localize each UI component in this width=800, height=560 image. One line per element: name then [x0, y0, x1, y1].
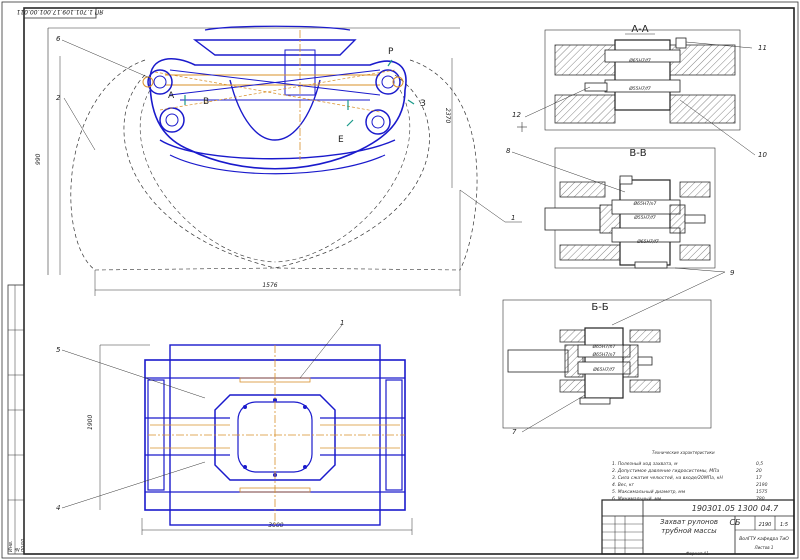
title-block: 2190 1:5 ВолГТУ кафедра ТиО Листов 1 [601, 499, 795, 555]
inner-frame [23, 7, 795, 555]
tech-note-value: 0,5 [756, 462, 764, 467]
pos-label-7: 7 [512, 428, 517, 436]
tech-note-row: 4. Вес, кг 2190 [612, 482, 782, 489]
scale-value: 1:5 [780, 522, 788, 528]
front-view: 1576 990 2370 [35, 25, 522, 296]
plan-view: 1900 3000 5 4 1 [56, 319, 413, 535]
pos-label-2: 2 [56, 94, 61, 102]
tech-note-label: 1. Полезный ход захвата, м [612, 462, 678, 467]
dim-plan-height: 1900 [87, 415, 94, 430]
section-a-a: А-А Ø65H7/f7 Ø55H7/f7 11 10 12 [512, 24, 767, 159]
pos-label-11: 11 [758, 44, 767, 52]
tech-note-label: 3. Сила сжатия челюстей, на входе/20МПа,… [612, 476, 723, 481]
view-letter-a: А [168, 91, 175, 101]
corner-stamp-text: ЯП 1.701.109.17.001.00.011 [17, 8, 105, 15]
section-title-bb: В-В [629, 148, 646, 159]
dim-top-height-right: 2370 [444, 108, 451, 123]
pos-label-4: 4 [56, 504, 60, 512]
dim-top-height-left: 990 [35, 153, 42, 165]
pos-label-10: 10 [758, 151, 767, 159]
view-letter-b: В [203, 97, 209, 107]
pos-label-12: 12 [512, 111, 521, 119]
pos-label-5: 5 [56, 346, 61, 354]
tech-note-value: 20 [756, 469, 762, 474]
tech-note-label: 4. Вес, кг [612, 483, 634, 488]
tech-notes: Технические характеристики 1. Полезный х… [612, 450, 782, 503]
fit-mark-bb-3: Ø65H7/f7 [636, 238, 659, 245]
dim-top-width: 1576 [262, 282, 277, 289]
sheet-number: Листов 1 [754, 545, 774, 550]
view-letter-r: Р [388, 47, 394, 57]
fit-mark-bb-2: Ø55H7/f7 [633, 214, 656, 221]
tech-notes-heading: Технические характеристики [652, 450, 715, 455]
org-name: ВолГТУ кафедра ТиО [739, 536, 789, 542]
view-letter-e: Е [338, 135, 344, 145]
side-strip-label: Инв. № подл. [8, 537, 26, 552]
pos-label-1-plan: 1 [340, 319, 344, 327]
pos-label-8: 8 [506, 147, 511, 155]
document-code: 190301.05 1300 04.7 СБ [691, 504, 779, 527]
pos-label-9: 9 [730, 269, 735, 277]
tech-note-value: 780 [756, 497, 765, 502]
tech-note-label: 5. Максимальный диаметр, мм [612, 490, 686, 495]
tech-note-row: 1. Полезный ход захвата, м 0,5 [612, 461, 782, 468]
fit-mark-aa-1: Ø65H7/f7 [628, 57, 651, 64]
tech-note-label: 6. Минимальный, мм [612, 497, 662, 502]
drawing-title: Захват рулонов трубной массы [660, 518, 718, 535]
section-title-aa: А-А [631, 24, 648, 35]
tech-note-row: 5. Максимальный диаметр, мм 1575 [612, 489, 782, 496]
corner-stamp [23, 7, 97, 19]
tech-note-row: 2. Допустимое давление гидросистемы, МПа… [612, 468, 782, 475]
section-b-b-lower: Б-Б Ø65H7/n7 Ø65H7/n7 Ø65H7/f7 9 7 [502, 267, 735, 436]
fit-mark-bbl-3: Ø65H7/f7 [592, 366, 615, 373]
tech-note-label: 2. Допустимое давление гидросистемы, МПа [612, 469, 720, 474]
view-letter-z: З [420, 99, 426, 109]
section-b-b: В-В Ø65H7/n7 Ø55H7/f7 Ø65H7/f7 8 [506, 147, 716, 269]
section-title-bb-lower: Б-Б [591, 302, 608, 313]
format-label: Формат А1 [686, 551, 709, 556]
pos-label-6: 6 [56, 35, 61, 43]
tech-note-row: 3. Сила сжатия челюстей, на входе/20МПа,… [612, 475, 782, 482]
side-strip [7, 284, 25, 555]
tech-note-row: 6. Минимальный, мм 780 [612, 496, 782, 503]
tech-note-value: 1575 [756, 490, 768, 495]
fit-mark-bbl-2: Ø65H7/n7 [592, 351, 616, 358]
fit-mark-bbl-1: Ø65H7/n7 [592, 343, 616, 350]
fit-mark-aa-2: Ø55H7/f7 [628, 85, 651, 92]
pos-label-1-top: 1 [511, 214, 515, 222]
tech-note-value: 17 [756, 476, 762, 481]
mass-value: 2190 [759, 522, 772, 528]
tech-note-value: 2190 [756, 483, 768, 488]
fit-mark-bb-1: Ø65H7/n7 [633, 200, 657, 207]
